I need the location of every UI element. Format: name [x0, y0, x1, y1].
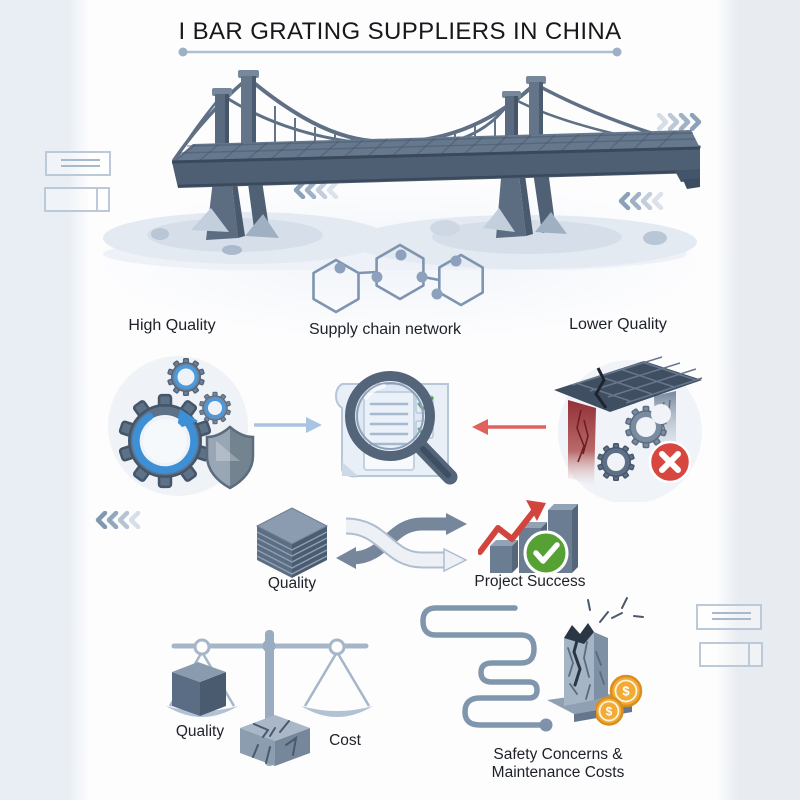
coin-icon: $	[609, 674, 643, 708]
tradeoff-quality-label: Quality	[267, 575, 317, 592]
risk-label: Safety Concerns & Maintenance Costs	[468, 746, 648, 782]
dollar-coins-icon: $ $	[596, 674, 643, 726]
chevron-right-icon	[656, 113, 702, 131]
winding-path-icon	[420, 605, 553, 732]
lower-quality-label: Lower Quality	[569, 316, 667, 333]
shield-icon	[205, 425, 255, 490]
cracked-cost-cube	[240, 715, 310, 766]
growth-arrow-icon	[478, 508, 537, 555]
grating-panel	[554, 356, 703, 412]
title-underline	[178, 47, 622, 57]
small-gear-icon	[167, 357, 205, 397]
decor-line	[712, 618, 751, 620]
risk-label-line2: Maintenance Costs	[491, 763, 625, 781]
svg-text:$: $	[622, 684, 630, 699]
coin-icon: $	[596, 696, 624, 726]
supply-chain-network-label: Supply chain network	[308, 321, 462, 338]
decor-line	[712, 612, 751, 614]
svg-text:$: $	[606, 704, 613, 718]
quality-cube	[172, 662, 226, 716]
decor-field-left-2	[44, 187, 110, 212]
success-check-icon	[523, 530, 569, 576]
small-gear-icon	[198, 391, 232, 425]
risk-label-line1: Safety Concerns &	[493, 746, 623, 763]
balance-cost-label: Cost	[329, 732, 361, 749]
magnifier-glass	[345, 371, 458, 485]
chevron-left-icon	[293, 181, 339, 199]
decor-line	[61, 159, 100, 161]
balance-quality-label: Quality	[175, 723, 225, 740]
broken-gear-icon	[624, 404, 671, 449]
exchange-arrows-icon	[336, 513, 468, 573]
right-background-band	[716, 0, 800, 800]
gear-icon	[597, 442, 635, 482]
bar-chart-growth-check-icon	[478, 500, 578, 576]
cracked-grating-error-icon	[554, 356, 703, 502]
decor-field-left-1	[45, 151, 111, 176]
chevron-left-icon	[618, 192, 664, 210]
decor-divider	[96, 189, 98, 210]
large-gear-icon	[118, 393, 212, 489]
magnifier-checklist-icon	[334, 371, 458, 485]
page-title: I BAR GRATING SUPPLIERS IN CHINA	[178, 18, 622, 45]
high-quality-label: High Quality	[128, 317, 216, 334]
balance-scale-icon	[166, 630, 373, 766]
arrow-left-icon	[472, 419, 546, 435]
decor-divider	[748, 644, 750, 665]
error-x-icon	[648, 440, 692, 484]
arrow-right-icon	[254, 417, 322, 433]
gears-shield-icon	[108, 356, 255, 496]
suspension-bridge-illustration	[103, 70, 701, 270]
chevron-left-icon	[95, 511, 141, 529]
project-success-label: Project Success	[474, 573, 586, 590]
decor-field-right-1	[696, 604, 762, 630]
layer-stack-icon	[255, 507, 329, 578]
left-background-band	[0, 0, 90, 800]
decor-field-right-2	[699, 642, 763, 667]
decor-line	[61, 165, 100, 167]
hexagon-network-icon	[312, 243, 484, 314]
